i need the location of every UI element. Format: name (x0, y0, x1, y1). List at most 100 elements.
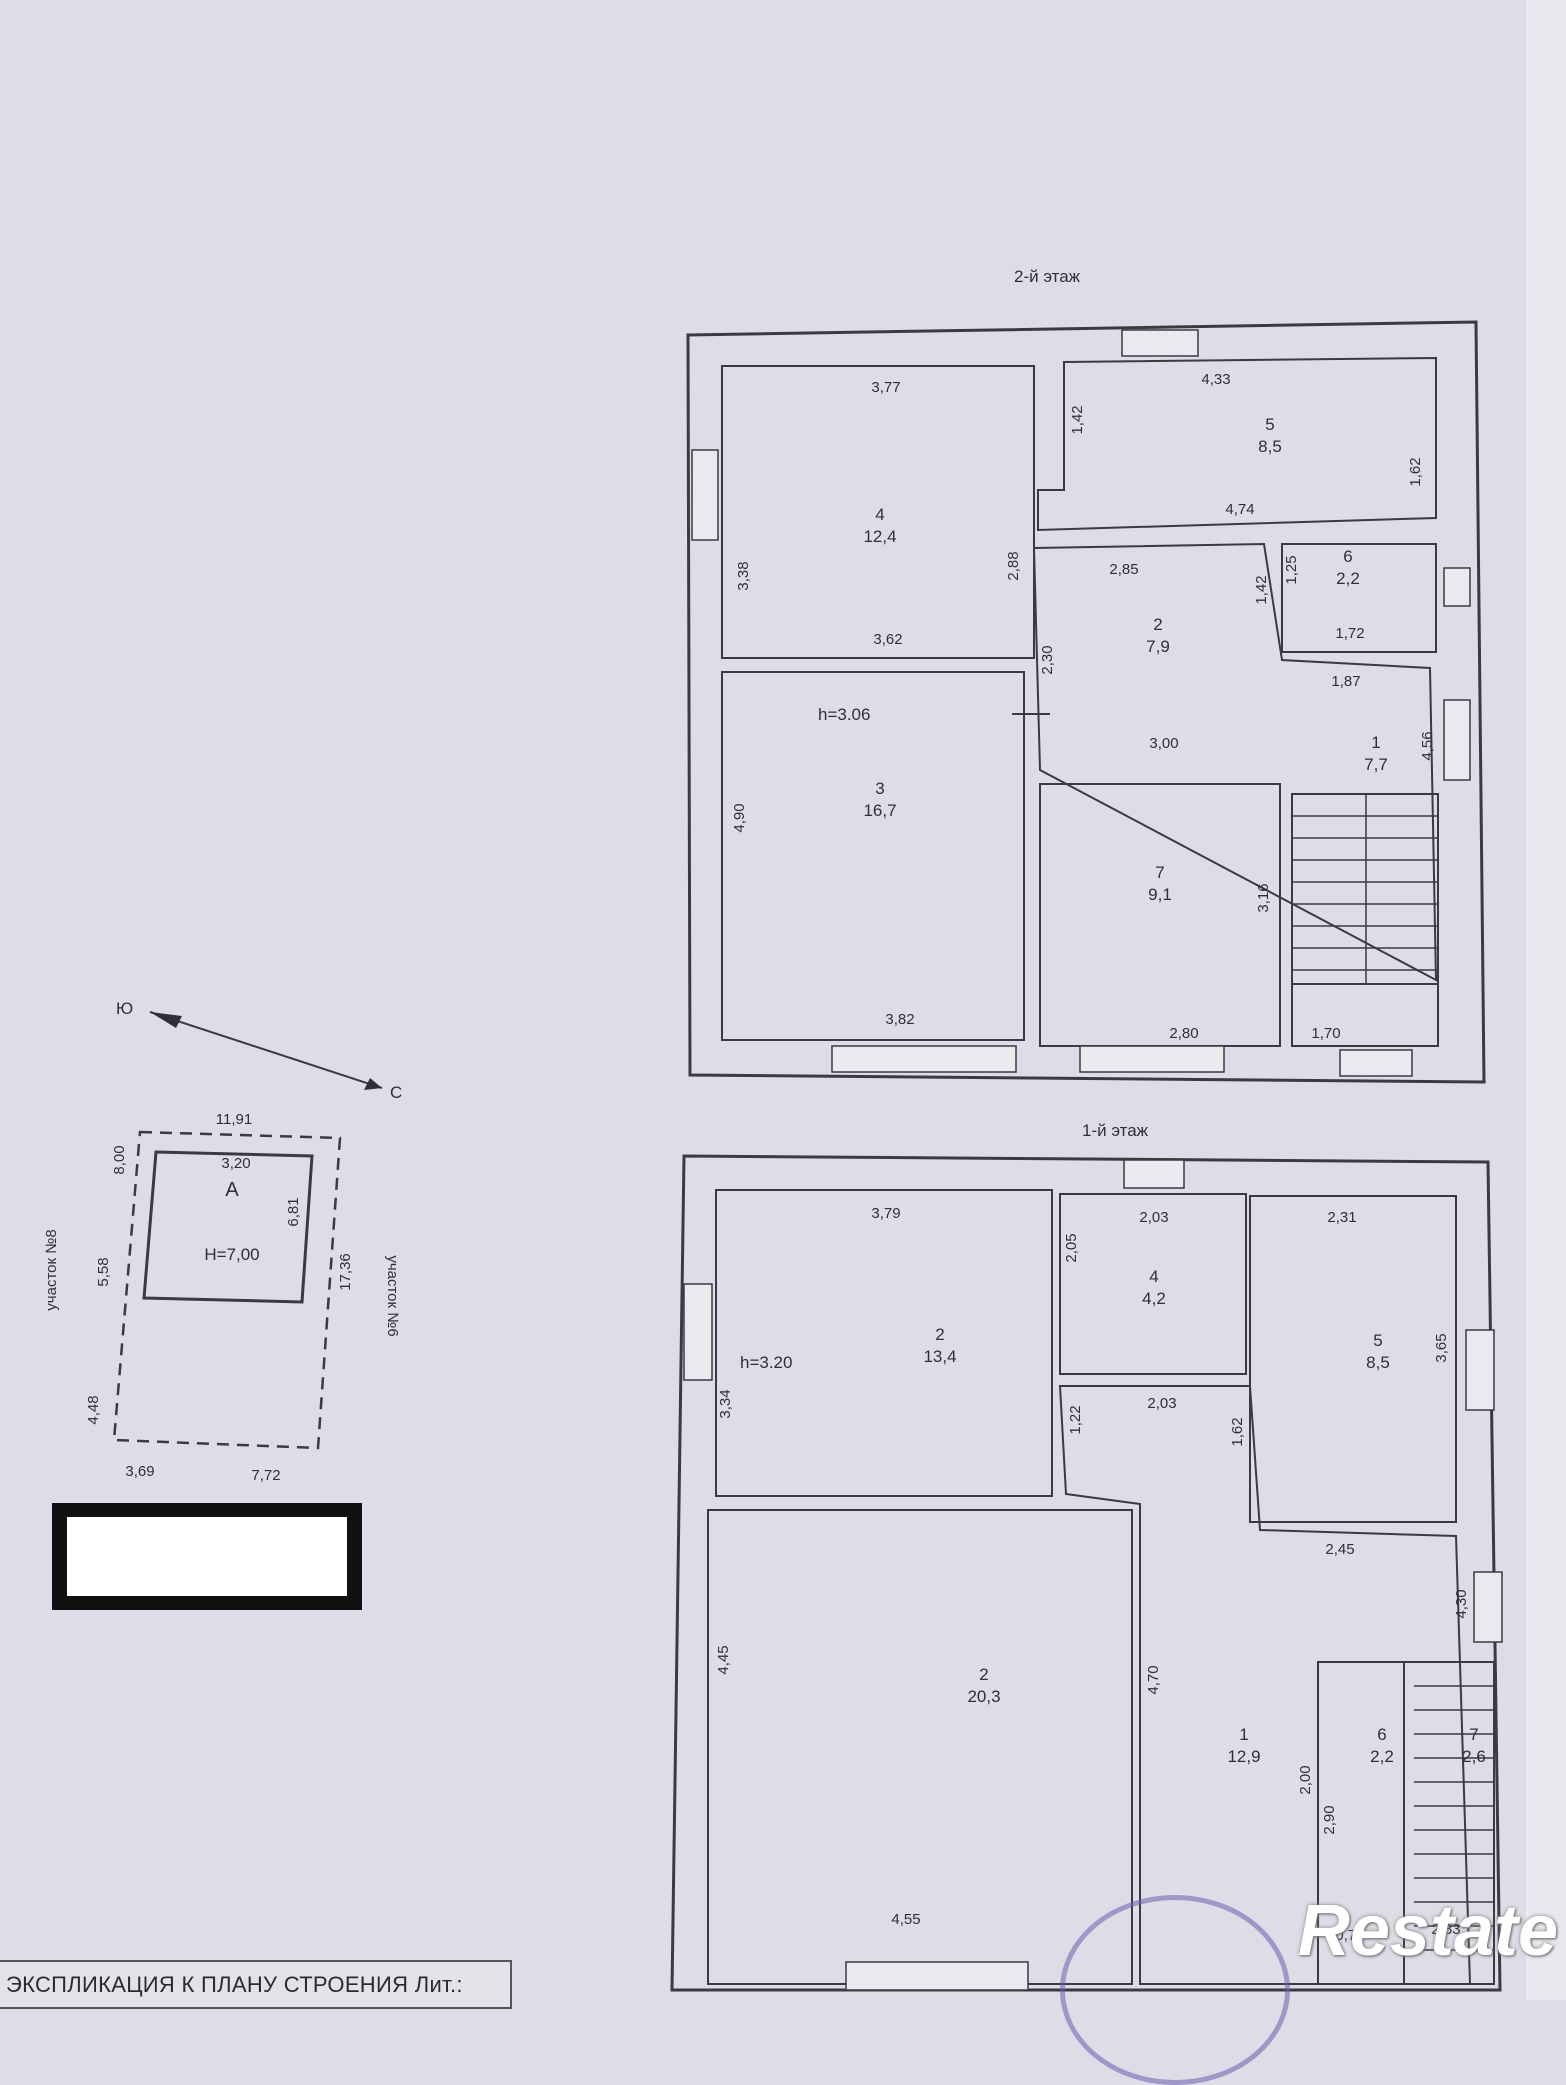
floor-1-window (1123, 1159, 1185, 1189)
dimension: 2,90 (1321, 1805, 1338, 1834)
room-area: 8,5 (1258, 437, 1282, 456)
dimension: 2,31 (1327, 1209, 1356, 1226)
floor-1-window (1465, 1329, 1495, 1411)
room-area: 7,9 (1146, 637, 1170, 656)
dimension: 1,22 (1067, 1405, 1084, 1434)
floor-1-plan: 1-й этаж 2 13,4 4 4,2 5 (670, 1121, 1503, 1992)
floor-2-room-6 (1281, 543, 1437, 653)
floor-2-window (691, 449, 719, 541)
room-number: 3 (875, 779, 884, 798)
floor-2-outer-wall (686, 320, 1486, 1084)
dimension: 2,88 (1005, 551, 1022, 580)
room-number: 6 (1343, 547, 1352, 566)
dimension: 4,74 (1225, 501, 1254, 518)
room-area: 2,2 (1370, 1747, 1394, 1766)
room-number: 7 (1155, 863, 1164, 882)
site-dimension: 11,91 (216, 1111, 252, 1128)
floor-2-window (1443, 567, 1471, 607)
room-number: 6 (1377, 1725, 1386, 1744)
dimension: 1,70 (1311, 1025, 1340, 1042)
dimension: 3,65 (1433, 1333, 1450, 1362)
floor-2-window (1121, 329, 1199, 357)
explication-title: ЭКСПЛИКАЦИЯ К ПЛАНУ СТРОЕНИЯ Лит.: (6, 1972, 463, 1997)
dimension: 4,33 (1201, 371, 1230, 388)
floor-plan-drawing: 2-й этаж 4 1 (43, 267, 1503, 1992)
floor-1-room-4 (1059, 1193, 1247, 1375)
dimension: 2,03 (1139, 1209, 1168, 1226)
dimension: 3,16 (1255, 883, 1272, 912)
dimension: 1,72 (1335, 625, 1364, 642)
room-number: 2 (979, 1665, 988, 1684)
redaction-box-inner (67, 1517, 347, 1596)
dimension: 3,62 (873, 631, 902, 648)
dimension: 4,55 (891, 1911, 920, 1928)
dimension: 2,45 (1325, 1541, 1354, 1558)
dimension: 4,30 (1453, 1589, 1470, 1618)
site-dimension: 8,00 (111, 1145, 128, 1174)
dimension: 3,00 (1149, 735, 1178, 752)
dimension: 2,80 (1169, 1025, 1198, 1042)
room-area: 20,3 (967, 1687, 1000, 1706)
room-number: 5 (1373, 1331, 1382, 1350)
site-plan: Ю С 11,91 3,20 А H=7,00 8,00 6,81 5,58 1… (43, 999, 402, 1484)
floor-1-stair-treads (1414, 1685, 1494, 1951)
dimension: 1,87 (1331, 673, 1360, 690)
room-area: 12,4 (863, 527, 896, 546)
site-neighbor-left: участок №8 (43, 1229, 60, 1310)
floor-1-window (1473, 1571, 1503, 1643)
dimension: 2,05 (1063, 1233, 1080, 1262)
floor-1-room-2-small (715, 1189, 1053, 1497)
dimension: 4,90 (731, 803, 748, 832)
floor-2-room-4 (721, 365, 1035, 659)
room-area: 12,9 (1227, 1747, 1260, 1766)
floor-1-height: h=3.20 (740, 1353, 792, 1372)
room-number: 4 (1149, 1267, 1158, 1286)
floor-1-window (683, 1283, 713, 1381)
site-dimension: 6,81 (285, 1197, 302, 1226)
site-building-letter: А (225, 1179, 239, 1201)
paper-edge (1526, 0, 1566, 2000)
dimension: 1,62 (1229, 1417, 1246, 1446)
room-area: 16,7 (863, 801, 896, 820)
restate-watermark: Restate (1297, 1891, 1558, 1971)
dimension: 3,38 (735, 561, 752, 590)
site-neighbor-right: участок №6 (384, 1255, 401, 1336)
site-building-height: H=7,00 (204, 1245, 259, 1264)
floor-1-room-5 (1249, 1195, 1457, 1523)
floor-2-room-5 (1037, 356, 1437, 532)
floor-2-room-7 (1039, 783, 1281, 1047)
dimension: 1,62 (1407, 457, 1424, 486)
room-number: 1 (1239, 1725, 1248, 1744)
floor-1-outer-wall (670, 1154, 1502, 1992)
floor-1-room-7 (1403, 1661, 1495, 1985)
room-number: 2 (1153, 615, 1162, 634)
floor-1-window (845, 1961, 1029, 1991)
room-area: 2,6 (1462, 1747, 1486, 1766)
site-dimension: 3,20 (221, 1155, 250, 1172)
site-dimension: 5,58 (95, 1257, 112, 1286)
compass-south-label: Ю (116, 999, 133, 1018)
floor-2-plan: 2-й этаж 4 1 (686, 267, 1486, 1084)
dimension: 2,85 (1109, 561, 1138, 578)
room-area: 9,1 (1148, 885, 1172, 904)
official-stamp (1060, 1895, 1290, 2085)
site-dimension: 3,69 (125, 1463, 154, 1480)
compass-arrow-line (149, 1011, 383, 1089)
dimension: 2,00 (1297, 1765, 1314, 1794)
floor-2-height: h=3.06 (818, 705, 870, 724)
floor-2-window (1443, 699, 1471, 781)
floor-2-window (831, 1045, 1017, 1073)
dimension: 3,77 (871, 379, 900, 396)
room-number: 5 (1265, 415, 1274, 434)
site-dimension: 7,72 (251, 1467, 280, 1484)
floor-2-title: 2-й этаж (1014, 267, 1081, 286)
dimension: 4,70 (1145, 1665, 1162, 1694)
room-area: 4,2 (1142, 1289, 1166, 1308)
dimension: 3,79 (871, 1205, 900, 1222)
floor-2-room-2 (1032, 542, 1438, 982)
floor-2-stair (1291, 793, 1439, 985)
room-area: 2,2 (1336, 569, 1360, 588)
room-area: 8,5 (1366, 1353, 1390, 1372)
site-dimension: 4,48 (85, 1395, 102, 1424)
dimension: 3,34 (717, 1389, 734, 1418)
